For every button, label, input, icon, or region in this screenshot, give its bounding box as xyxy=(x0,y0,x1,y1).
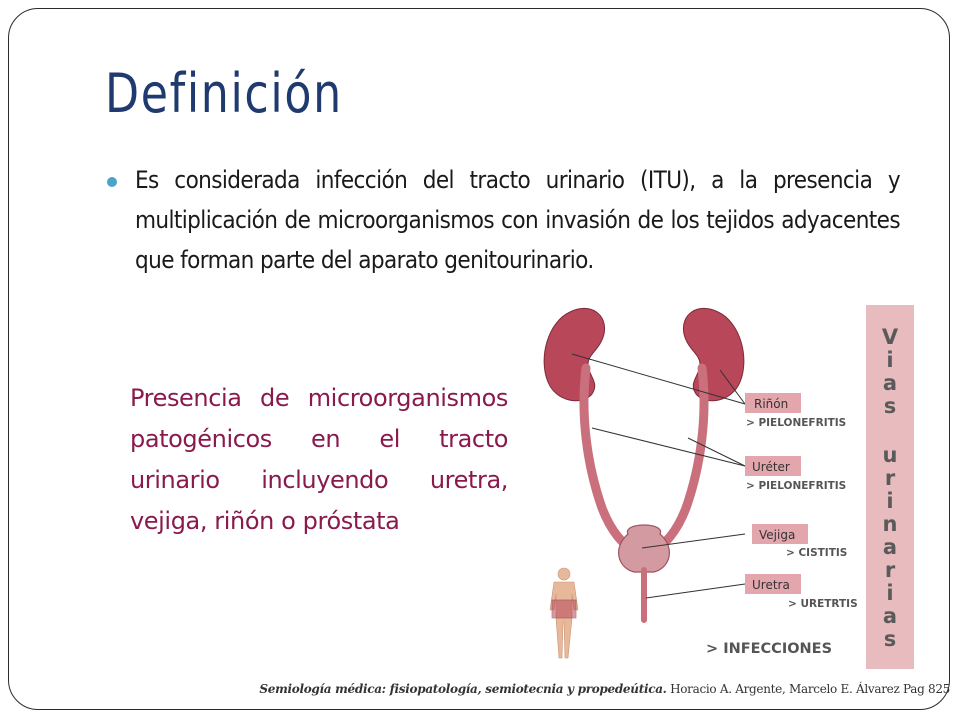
highlight-text: Presencia de microorganismos patogénicos… xyxy=(130,384,508,535)
banner-letter: a xyxy=(882,371,898,395)
vias-urinarias-banner: V i a s u r i n a r i a s xyxy=(866,305,914,669)
condition-ureter: > PIELONEFRITIS xyxy=(746,480,846,492)
banner-letter: i xyxy=(886,348,894,372)
slide-title: Definición xyxy=(105,62,343,125)
condition-vejiga: > CISTITIS xyxy=(786,547,847,559)
banner-letter: s xyxy=(883,394,897,418)
infecciones-label: > INFECCIONES xyxy=(706,641,832,657)
definition-text: Es considerada infección del tracto urin… xyxy=(135,166,901,274)
banner-letter: r xyxy=(884,466,896,490)
bladder xyxy=(618,524,670,573)
banner-letter: s xyxy=(883,627,897,651)
urinary-tract-diagram: Riñón > PIELONEFRITIS Uréter > PIELONEFR… xyxy=(543,307,858,659)
banner-letter: a xyxy=(882,535,898,559)
bullet-dot xyxy=(107,177,117,187)
label-vejiga: Vejiga xyxy=(759,528,795,542)
label-uretra: Uretra xyxy=(752,578,790,592)
label-rinon: Riñón xyxy=(754,397,788,411)
banner-letter: V xyxy=(881,325,899,349)
right-kidney xyxy=(682,307,745,402)
citation: Semiología médica: fisiopatología, semio… xyxy=(259,682,950,696)
citation-book-title: Semiología médica: fisiopatología, semio… xyxy=(259,682,667,696)
banner-letter: r xyxy=(884,558,896,582)
banner-letter: u xyxy=(882,443,898,467)
condition-uretra: > URETRTIS xyxy=(788,598,858,610)
banner-letter: a xyxy=(882,604,898,628)
condition-rinon: > PIELONEFRITIS xyxy=(746,417,846,429)
banner-letter: i xyxy=(886,489,894,513)
label-ureter: Uréter xyxy=(752,460,790,474)
banner-letter: n xyxy=(882,512,898,536)
banner-letter: i xyxy=(886,581,894,605)
citation-authors: Horacio A. Argente, Marcelo E. Álvarez P… xyxy=(666,682,950,696)
